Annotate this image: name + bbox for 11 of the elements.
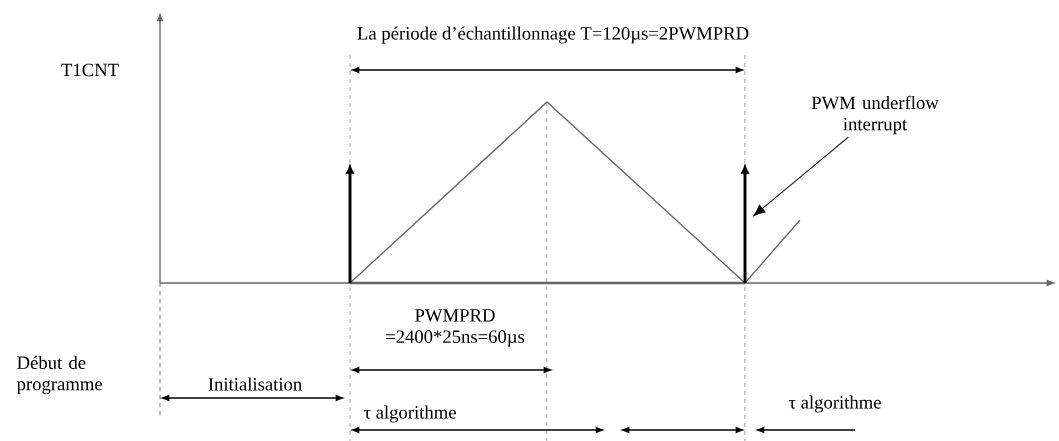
axis-label: T1CNT	[61, 63, 119, 77]
annotation-text: PWM underflow interrupt	[811, 95, 939, 135]
annotation-text: Début de programme	[16, 355, 102, 395]
annotation-text: PWMPRD =2400*25ns=60µs	[386, 309, 525, 347]
pulse-arrow	[741, 165, 749, 283]
annotation-text: Initialisation	[208, 377, 302, 391]
leader-arrow	[753, 136, 849, 217]
heading: La période d’échantillonnage T=120µs=2PWMPRD	[357, 26, 749, 44]
pulse-arrow	[346, 165, 354, 283]
annotation-text: τ algorithme	[363, 405, 456, 423]
annotation-text: τ algorithme	[788, 395, 881, 413]
